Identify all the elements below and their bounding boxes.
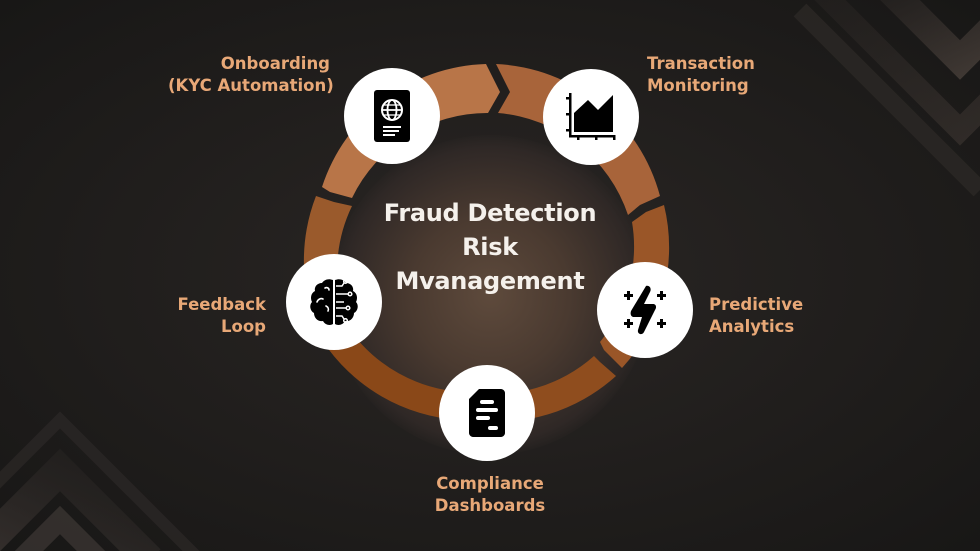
label-predictive-analytics: Predictive Analytics <box>709 294 829 338</box>
node-compliance-dashboards[interactable] <box>439 365 535 461</box>
center-title-line-3: Mvanagement <box>395 267 585 295</box>
node-predictive-analytics[interactable] <box>597 262 693 358</box>
label-compliance-line-1: Compliance <box>436 474 544 493</box>
label-predictive-line-2: Analytics <box>709 317 795 336</box>
label-onboarding-line-2: (KYC Automation) <box>168 76 334 95</box>
label-transaction-monitoring: Transaction Monitoring <box>647 53 777 97</box>
center-title-line-2: Risk <box>462 233 518 261</box>
label-compliance-line-2: Dashboards <box>434 496 546 515</box>
ai-brain-icon <box>310 278 358 325</box>
node-transaction-monitoring[interactable] <box>543 69 639 165</box>
document-icon <box>469 389 505 437</box>
area-chart-icon <box>566 93 616 140</box>
node-onboarding[interactable] <box>344 68 440 164</box>
label-feedback-loop: Feedback Loop <box>150 294 267 338</box>
label-feedback-line-2: Loop <box>221 317 266 336</box>
node-feedback-loop[interactable] <box>286 254 382 350</box>
center-title: Fraud Detection Risk Mvanagement <box>360 196 620 298</box>
label-onboarding-line-1: Onboarding <box>220 54 330 73</box>
label-feedback-line-1: Feedback <box>177 295 267 314</box>
ring-segment-5 <box>322 330 462 420</box>
label-onboarding: Onboarding (KYC Automation) <box>168 53 334 97</box>
center-title-line-1: Fraud Detection <box>383 199 597 227</box>
passport-icon <box>374 90 410 142</box>
label-transaction-line-2: Monitoring <box>647 76 749 95</box>
label-transaction-line-1: Transaction <box>647 54 755 73</box>
label-predictive-line-1: Predictive <box>709 295 804 314</box>
lightning-sparkle-icon <box>624 285 666 335</box>
label-compliance-dashboards: Compliance Dashboards <box>410 473 570 517</box>
